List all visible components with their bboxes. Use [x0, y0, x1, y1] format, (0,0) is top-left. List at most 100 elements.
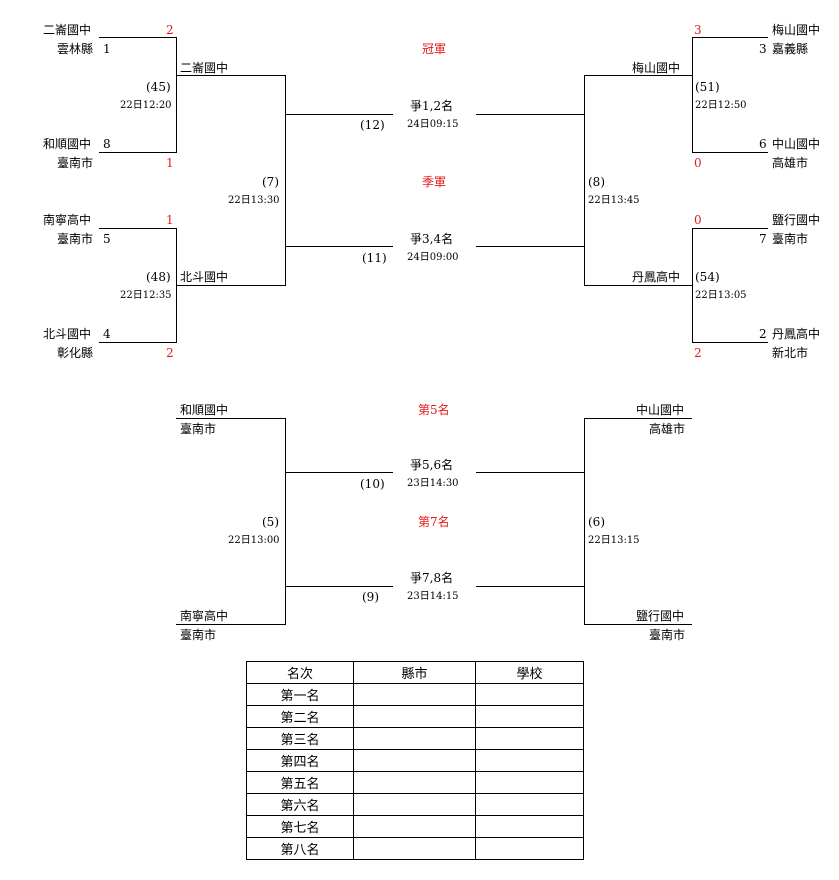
final-time: 24日09:15 [407, 119, 459, 130]
game-number: (5) [262, 515, 279, 529]
standings-table: 名次 縣市 學校 第一名 第二名 第三名 第四名 第五名 第六名 第七名 第八名 [246, 661, 584, 860]
team-county: 臺南市 [180, 422, 217, 436]
fifth-place-title: 第5名 [418, 403, 450, 417]
game-number: (54) [695, 270, 720, 284]
school-cell [475, 683, 584, 706]
winner-name: 北斗國中 [180, 270, 229, 284]
header-rank: 名次 [246, 661, 354, 684]
team-name: 南寧高中 [180, 609, 229, 623]
bracket-line [99, 228, 176, 229]
seventh-place-title: 第7名 [418, 515, 450, 529]
table-header-row: 名次 縣市 學校 [246, 661, 584, 684]
rank-cell: 第五名 [246, 771, 354, 794]
rank-cell: 第六名 [246, 793, 354, 816]
table-row: 第四名 [246, 749, 584, 772]
bracket-line [176, 624, 285, 625]
team-score: 0 [694, 213, 702, 227]
team-county: 高雄市 [649, 422, 686, 436]
school-cell [475, 705, 584, 728]
team-score: 2 [694, 346, 702, 360]
team-county: 臺南市 [57, 156, 94, 170]
team-county: 臺南市 [772, 232, 809, 246]
team-county: 臺南市 [57, 232, 94, 246]
school-cell [475, 837, 584, 860]
bracket-line [476, 472, 584, 473]
bracket-line [176, 37, 177, 153]
bracket-line [176, 285, 285, 286]
team-seed: 1 [103, 42, 111, 56]
team-score: 1 [166, 156, 174, 170]
winner-name: 梅山國中 [632, 61, 681, 75]
bracket-line [692, 152, 768, 153]
bracket-line [285, 586, 393, 587]
bracket-line [285, 246, 393, 247]
final-label: 爭1,2名 [410, 99, 454, 113]
team-name: 鹽行國中 [772, 213, 821, 227]
winner-name: 二崙國中 [180, 61, 229, 75]
game-time: 22日13:15 [588, 535, 640, 546]
game-number: (11) [362, 251, 387, 265]
team-county: 嘉義縣 [772, 42, 809, 56]
game-time: 22日12:20 [120, 100, 172, 111]
team-name: 中山國中 [772, 137, 821, 151]
table-row: 第五名 [246, 771, 584, 794]
bracket-line [176, 75, 285, 76]
team-seed: 5 [103, 232, 111, 246]
bracket-line [692, 37, 693, 153]
county-cell [353, 815, 476, 838]
county-cell [353, 683, 476, 706]
third-place-time: 24日09:00 [407, 252, 459, 263]
bracket-line [285, 114, 393, 115]
bracket-line [584, 285, 693, 286]
bracket-line [692, 228, 768, 229]
bracket-line [476, 586, 584, 587]
table-row: 第二名 [246, 705, 584, 728]
school-cell [475, 815, 584, 838]
county-cell [353, 727, 476, 750]
game-number: (8) [588, 175, 605, 189]
bracket-line [99, 342, 176, 343]
game-time: 22日12:50 [695, 100, 747, 111]
seventh-place-label: 爭7,8名 [410, 571, 454, 585]
game-time: 22日13:45 [588, 195, 640, 206]
table-row: 第三名 [246, 727, 584, 750]
team-name: 和順國中 [43, 137, 92, 151]
team-seed: 2 [759, 327, 767, 341]
team-name: 梅山國中 [772, 23, 821, 37]
bracket-line [584, 75, 693, 76]
county-cell [353, 837, 476, 860]
county-cell [353, 705, 476, 728]
bracket-line [99, 37, 176, 38]
school-cell [475, 771, 584, 794]
team-score: 2 [166, 23, 174, 37]
rank-cell: 第三名 [246, 727, 354, 750]
game-time: 22日13:00 [228, 535, 280, 546]
team-score: 0 [694, 156, 702, 170]
team-county: 新北市 [772, 346, 809, 360]
bracket-line [476, 114, 584, 115]
game-number: (48) [146, 270, 171, 284]
game-number: (7) [262, 175, 279, 189]
team-county: 高雄市 [772, 156, 809, 170]
school-cell [475, 793, 584, 816]
table-row: 第一名 [246, 683, 584, 706]
bracket-line [584, 418, 692, 419]
table-row: 第六名 [246, 793, 584, 816]
team-score: 3 [694, 23, 702, 37]
champion-title: 冠軍 [422, 42, 447, 56]
bracket-line [99, 152, 176, 153]
game-number: (10) [360, 477, 385, 491]
bracket-line [692, 342, 768, 343]
bracket-line [476, 246, 584, 247]
game-number: (45) [146, 80, 171, 94]
team-score: 1 [166, 213, 174, 227]
team-name: 中山國中 [636, 403, 685, 417]
third-place-label: 爭3,4名 [410, 232, 454, 246]
bracket-line [584, 624, 692, 625]
seventh-place-time: 23日14:15 [407, 591, 459, 602]
team-county: 彰化縣 [57, 346, 94, 360]
third-place-title: 季軍 [422, 175, 447, 189]
bracket-line [584, 75, 585, 286]
county-cell [353, 771, 476, 794]
team-county: 臺南市 [180, 628, 217, 642]
